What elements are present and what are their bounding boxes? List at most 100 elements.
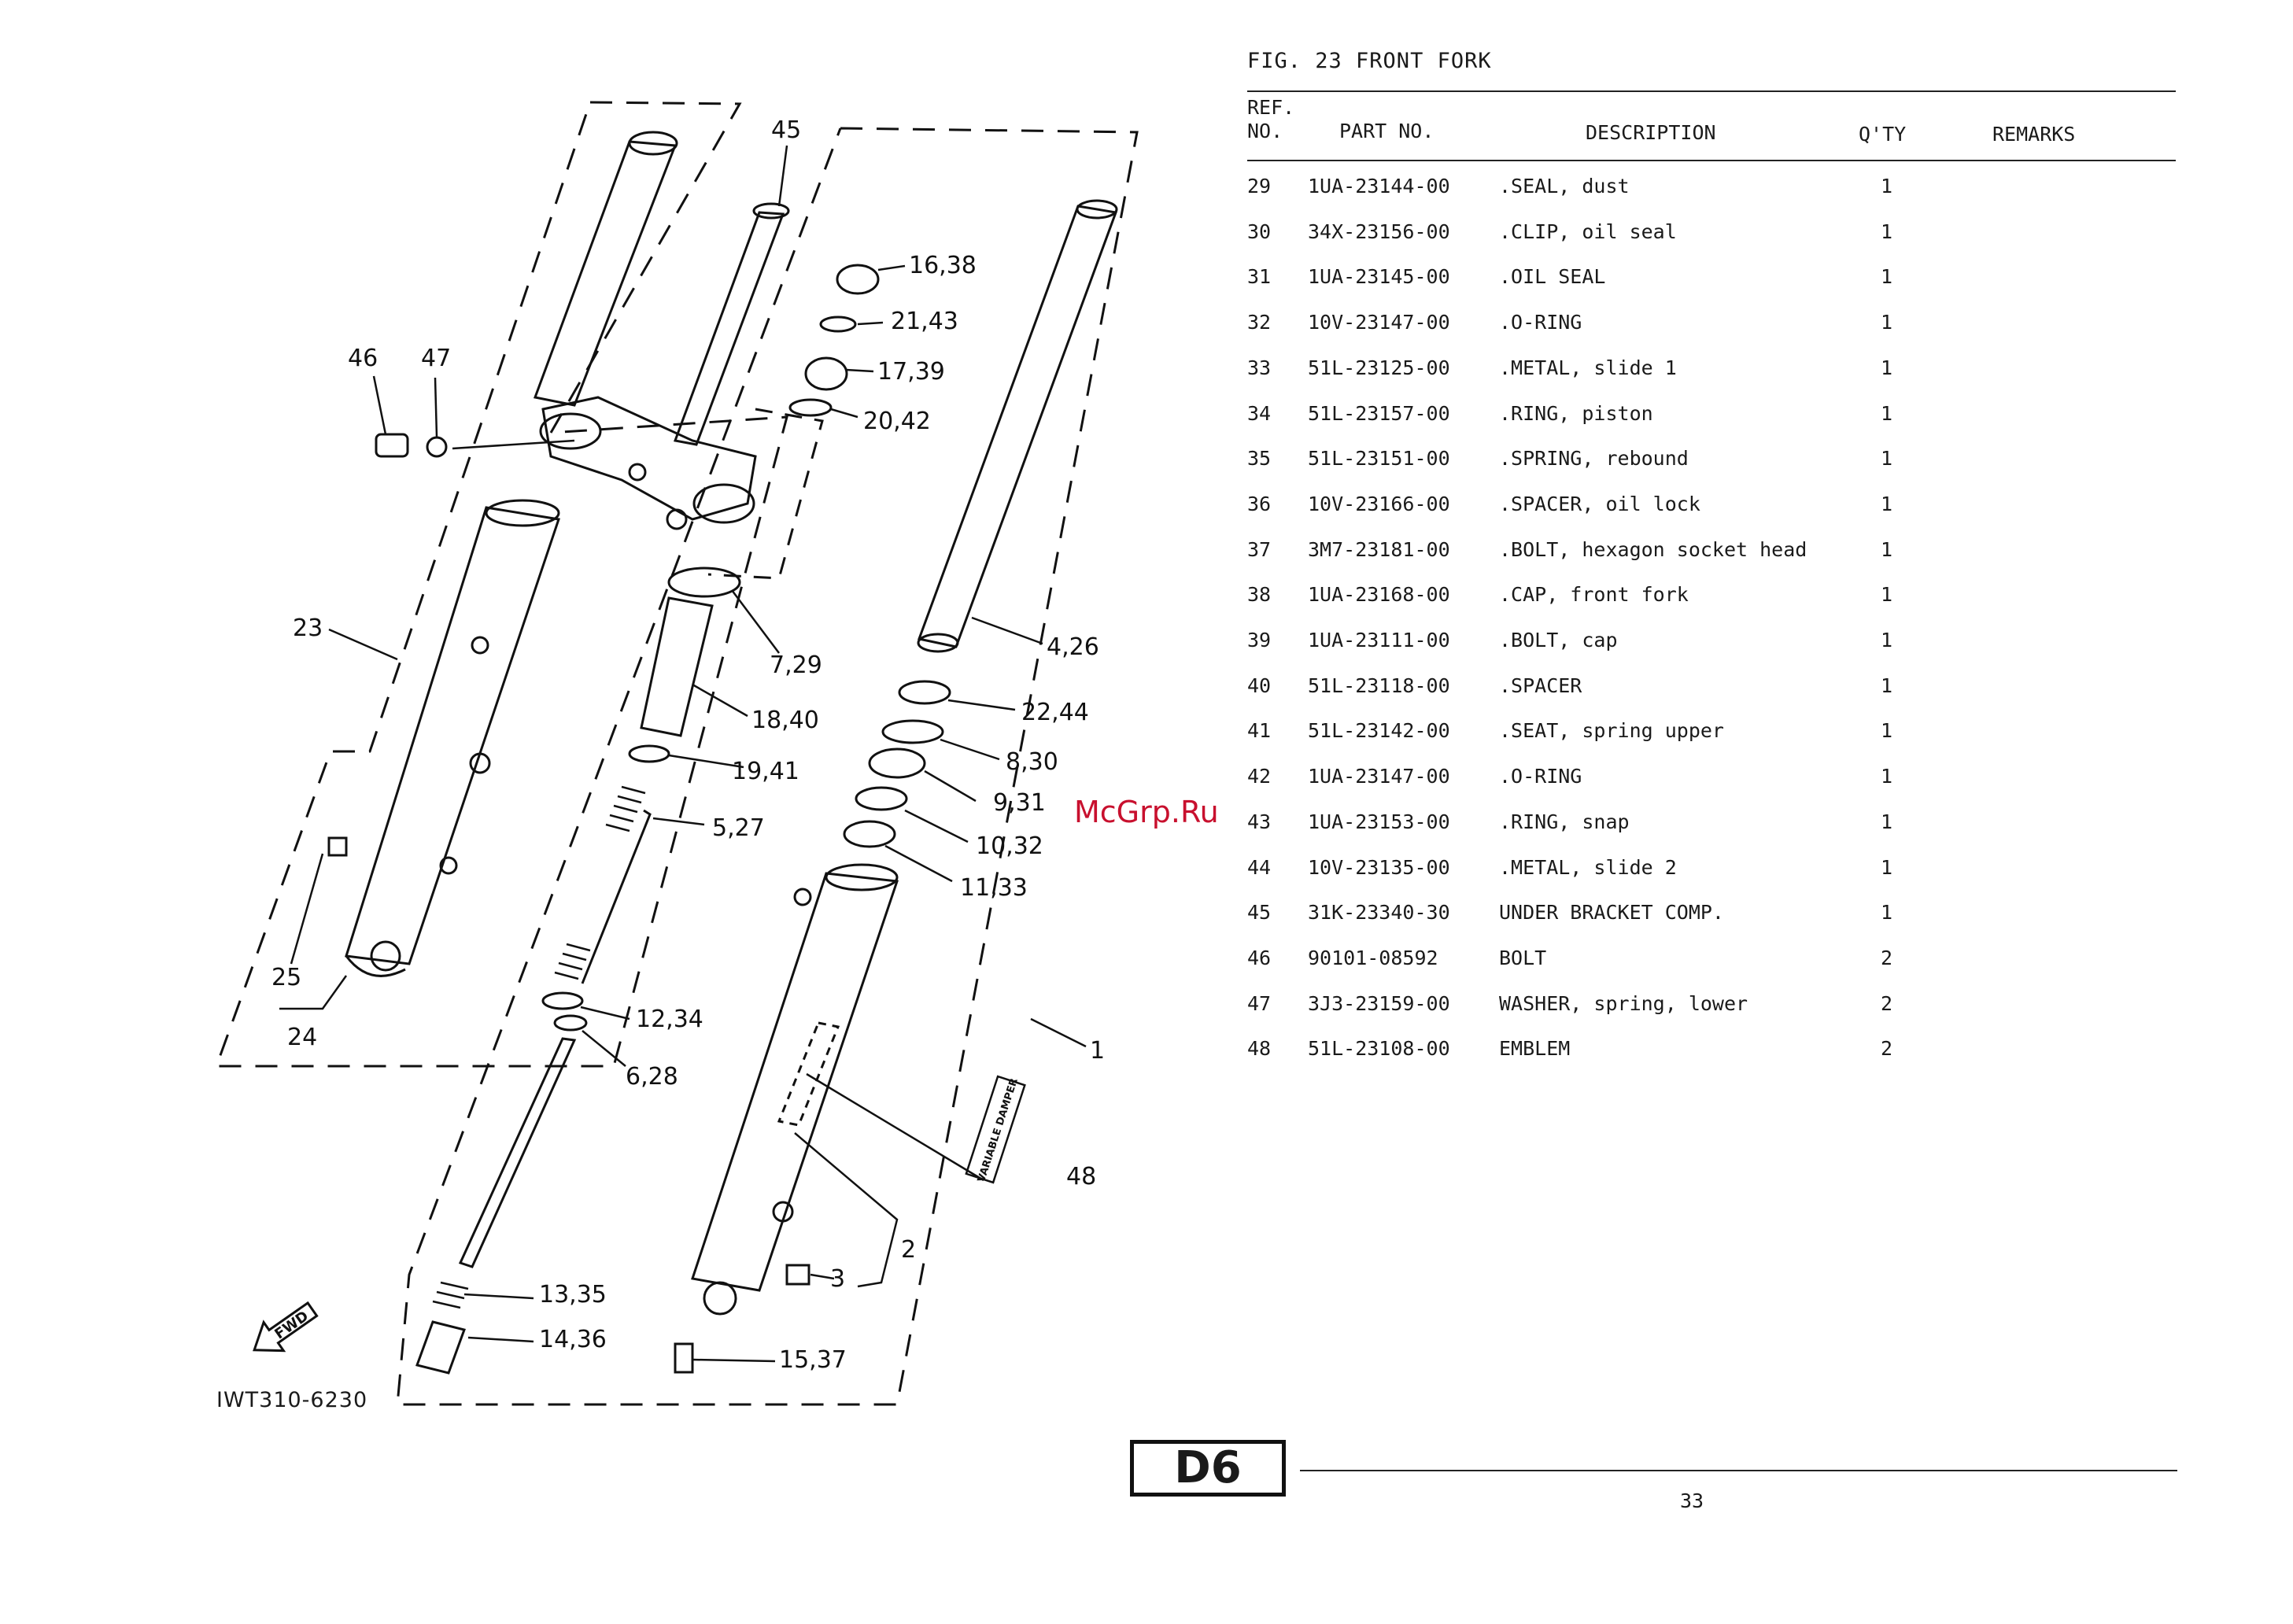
part-number-cell: 1UA-23147-00 xyxy=(1308,765,1450,788)
watermark: McGrp.Ru xyxy=(1074,795,1219,829)
description-cell: .BOLT, hexagon socket head xyxy=(1499,537,1807,561)
ref-cell: 45 xyxy=(1247,901,1272,925)
ref-cell: 38 xyxy=(1247,583,1272,607)
part-number-cell: 51L-23125-00 xyxy=(1308,356,1450,379)
part-number-cell: 1UA-23145-00 xyxy=(1308,265,1450,289)
under-bracket xyxy=(539,202,790,530)
page-number: 33 xyxy=(1680,1489,1704,1512)
ref-cell: 29 xyxy=(1247,175,1272,197)
qty-cell: 1 xyxy=(1881,175,1893,197)
part-number-cell: 51L-23142-00 xyxy=(1308,719,1450,743)
qty-cell: 2 xyxy=(1881,1037,1893,1061)
callout-5-27: 5,27 xyxy=(712,814,765,842)
part-number-cell: 1UA-23111-00 xyxy=(1308,629,1450,651)
callout-1: 1 xyxy=(1090,1037,1105,1065)
variable-damper-emblem: VARIABLE DAMPER xyxy=(965,1075,1026,1183)
qty-cell: 1 xyxy=(1881,220,1893,243)
ref-cell: 32 xyxy=(1247,311,1272,334)
callout-22-44: 22,44 xyxy=(1021,699,1089,726)
ref-cell: 41 xyxy=(1247,719,1272,743)
ref-cell: 44 xyxy=(1247,855,1272,879)
right-inner-tube xyxy=(917,199,1118,653)
callout-47: 47 xyxy=(421,345,451,372)
part-number-cell: 90101-08592 xyxy=(1308,946,1438,969)
description-cell: .O-RING xyxy=(1499,311,1582,334)
footer-rule xyxy=(1300,1470,2177,1471)
callout-48: 48 xyxy=(1066,1163,1096,1190)
callout-2: 2 xyxy=(901,1236,916,1264)
callout-9-31: 9,31 xyxy=(993,789,1046,817)
callout-13-35: 13,35 xyxy=(539,1281,607,1308)
col-header-part: PART NO. xyxy=(1339,120,1435,142)
ref-cell: 35 xyxy=(1247,447,1272,471)
description-cell: BOLT xyxy=(1499,946,1547,969)
ref-cell: 30 xyxy=(1247,220,1272,243)
description-cell: .SEAT, spring upper xyxy=(1499,719,1724,743)
callout-17-39: 17,39 xyxy=(877,358,945,386)
qty-cell: 1 xyxy=(1881,719,1893,743)
callout-24: 24 xyxy=(287,1024,317,1051)
col-header-ref: REF. NO. xyxy=(1247,96,1294,143)
table-row: 29 1UA-23144-00 .SEAL, dust 1 xyxy=(1247,175,2293,206)
callout-6-28: 6,28 xyxy=(626,1063,678,1091)
description-cell: .O-RING xyxy=(1499,765,1582,788)
qty-cell: 1 xyxy=(1881,311,1893,334)
description-cell: .SEAL, dust xyxy=(1499,175,1630,197)
description-cell: .SPACER xyxy=(1499,674,1582,697)
part-number-cell: 10V-23166-00 xyxy=(1308,492,1450,515)
left-inner-tube xyxy=(533,131,678,407)
description-cell: .SPRING, rebound xyxy=(1499,447,1689,471)
part-number-cell: 51L-23151-00 xyxy=(1308,447,1450,471)
part-number-cell: 31K-23340-30 xyxy=(1308,901,1450,925)
seals-and-rings xyxy=(327,264,951,1375)
callout-3: 3 xyxy=(830,1265,845,1293)
description-cell: .METAL, slide 1 xyxy=(1499,356,1677,379)
callout-20-42: 20,42 xyxy=(863,408,931,435)
col-header-remarks: REMARKS xyxy=(1992,123,2076,146)
ref-cell: 36 xyxy=(1247,492,1272,515)
ref-cell: 37 xyxy=(1247,537,1272,561)
description-cell: .CAP, front fork xyxy=(1499,583,1689,607)
col-header-description: DESCRIPTION xyxy=(1586,121,1716,144)
part-number-cell: 1UA-23153-00 xyxy=(1308,810,1450,833)
part-number-cell: 51L-23118-00 xyxy=(1308,674,1450,697)
callout-10-32: 10,32 xyxy=(976,832,1043,860)
qty-cell: 1 xyxy=(1881,447,1893,471)
qty-cell: 1 xyxy=(1881,537,1893,561)
table-row: 41 51L-23142-00 .SEAT, spring upper 1 xyxy=(1247,719,2293,751)
table-row: 37 3M7-23181-00 .BOLT, hexagon socket head… xyxy=(1247,538,2293,570)
header-top-rule xyxy=(1247,90,2176,92)
qty-cell: 1 xyxy=(1881,629,1893,651)
col-header-ref-line1: REF. xyxy=(1247,96,1295,119)
ref-cell: 34 xyxy=(1247,401,1272,425)
part-number-cell: 34X-23156-00 xyxy=(1308,220,1450,243)
part-number-cell: 1UA-23144-00 xyxy=(1308,175,1450,197)
qty-cell: 1 xyxy=(1881,583,1893,607)
drawing-code: IWT310-6230 xyxy=(216,1388,368,1412)
part-number-cell: 1UA-23168-00 xyxy=(1308,583,1450,607)
ref-cell: 48 xyxy=(1247,1037,1272,1061)
callout-45: 45 xyxy=(771,116,801,144)
description-cell: .METAL, slide 2 xyxy=(1499,855,1677,879)
description-cell: WASHER, spring, lower xyxy=(1499,991,1748,1015)
callout-11-33: 11,33 xyxy=(960,874,1028,902)
part-number-cell: 51L-23108-00 xyxy=(1308,1037,1450,1061)
ref-cell: 33 xyxy=(1247,356,1272,379)
ref-cell: 42 xyxy=(1247,765,1272,788)
qty-cell: 1 xyxy=(1881,674,1893,697)
part-number-cell: 3M7-23181-00 xyxy=(1308,537,1450,561)
figure-title: FIG. 23 FRONT FORK xyxy=(1247,49,1492,73)
description-cell: .SPACER, oil lock xyxy=(1499,492,1700,515)
damper-rod xyxy=(458,809,652,1268)
section-badge: D6 xyxy=(1130,1440,1286,1497)
